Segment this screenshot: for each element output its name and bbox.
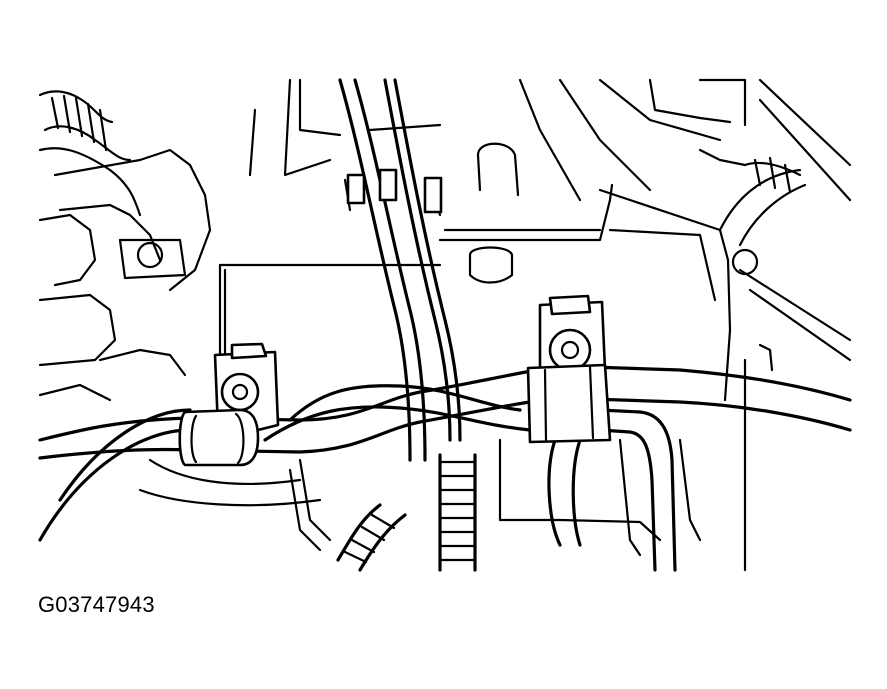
left-line-clip [178,342,280,467]
right-line-clip [526,294,612,444]
corrugated-hoses [336,453,477,572]
fuel-lines [38,364,852,572]
engine-bay-background [38,78,852,572]
figure-id-label: G03747943 [38,592,155,617]
wire-bundle [338,78,462,462]
